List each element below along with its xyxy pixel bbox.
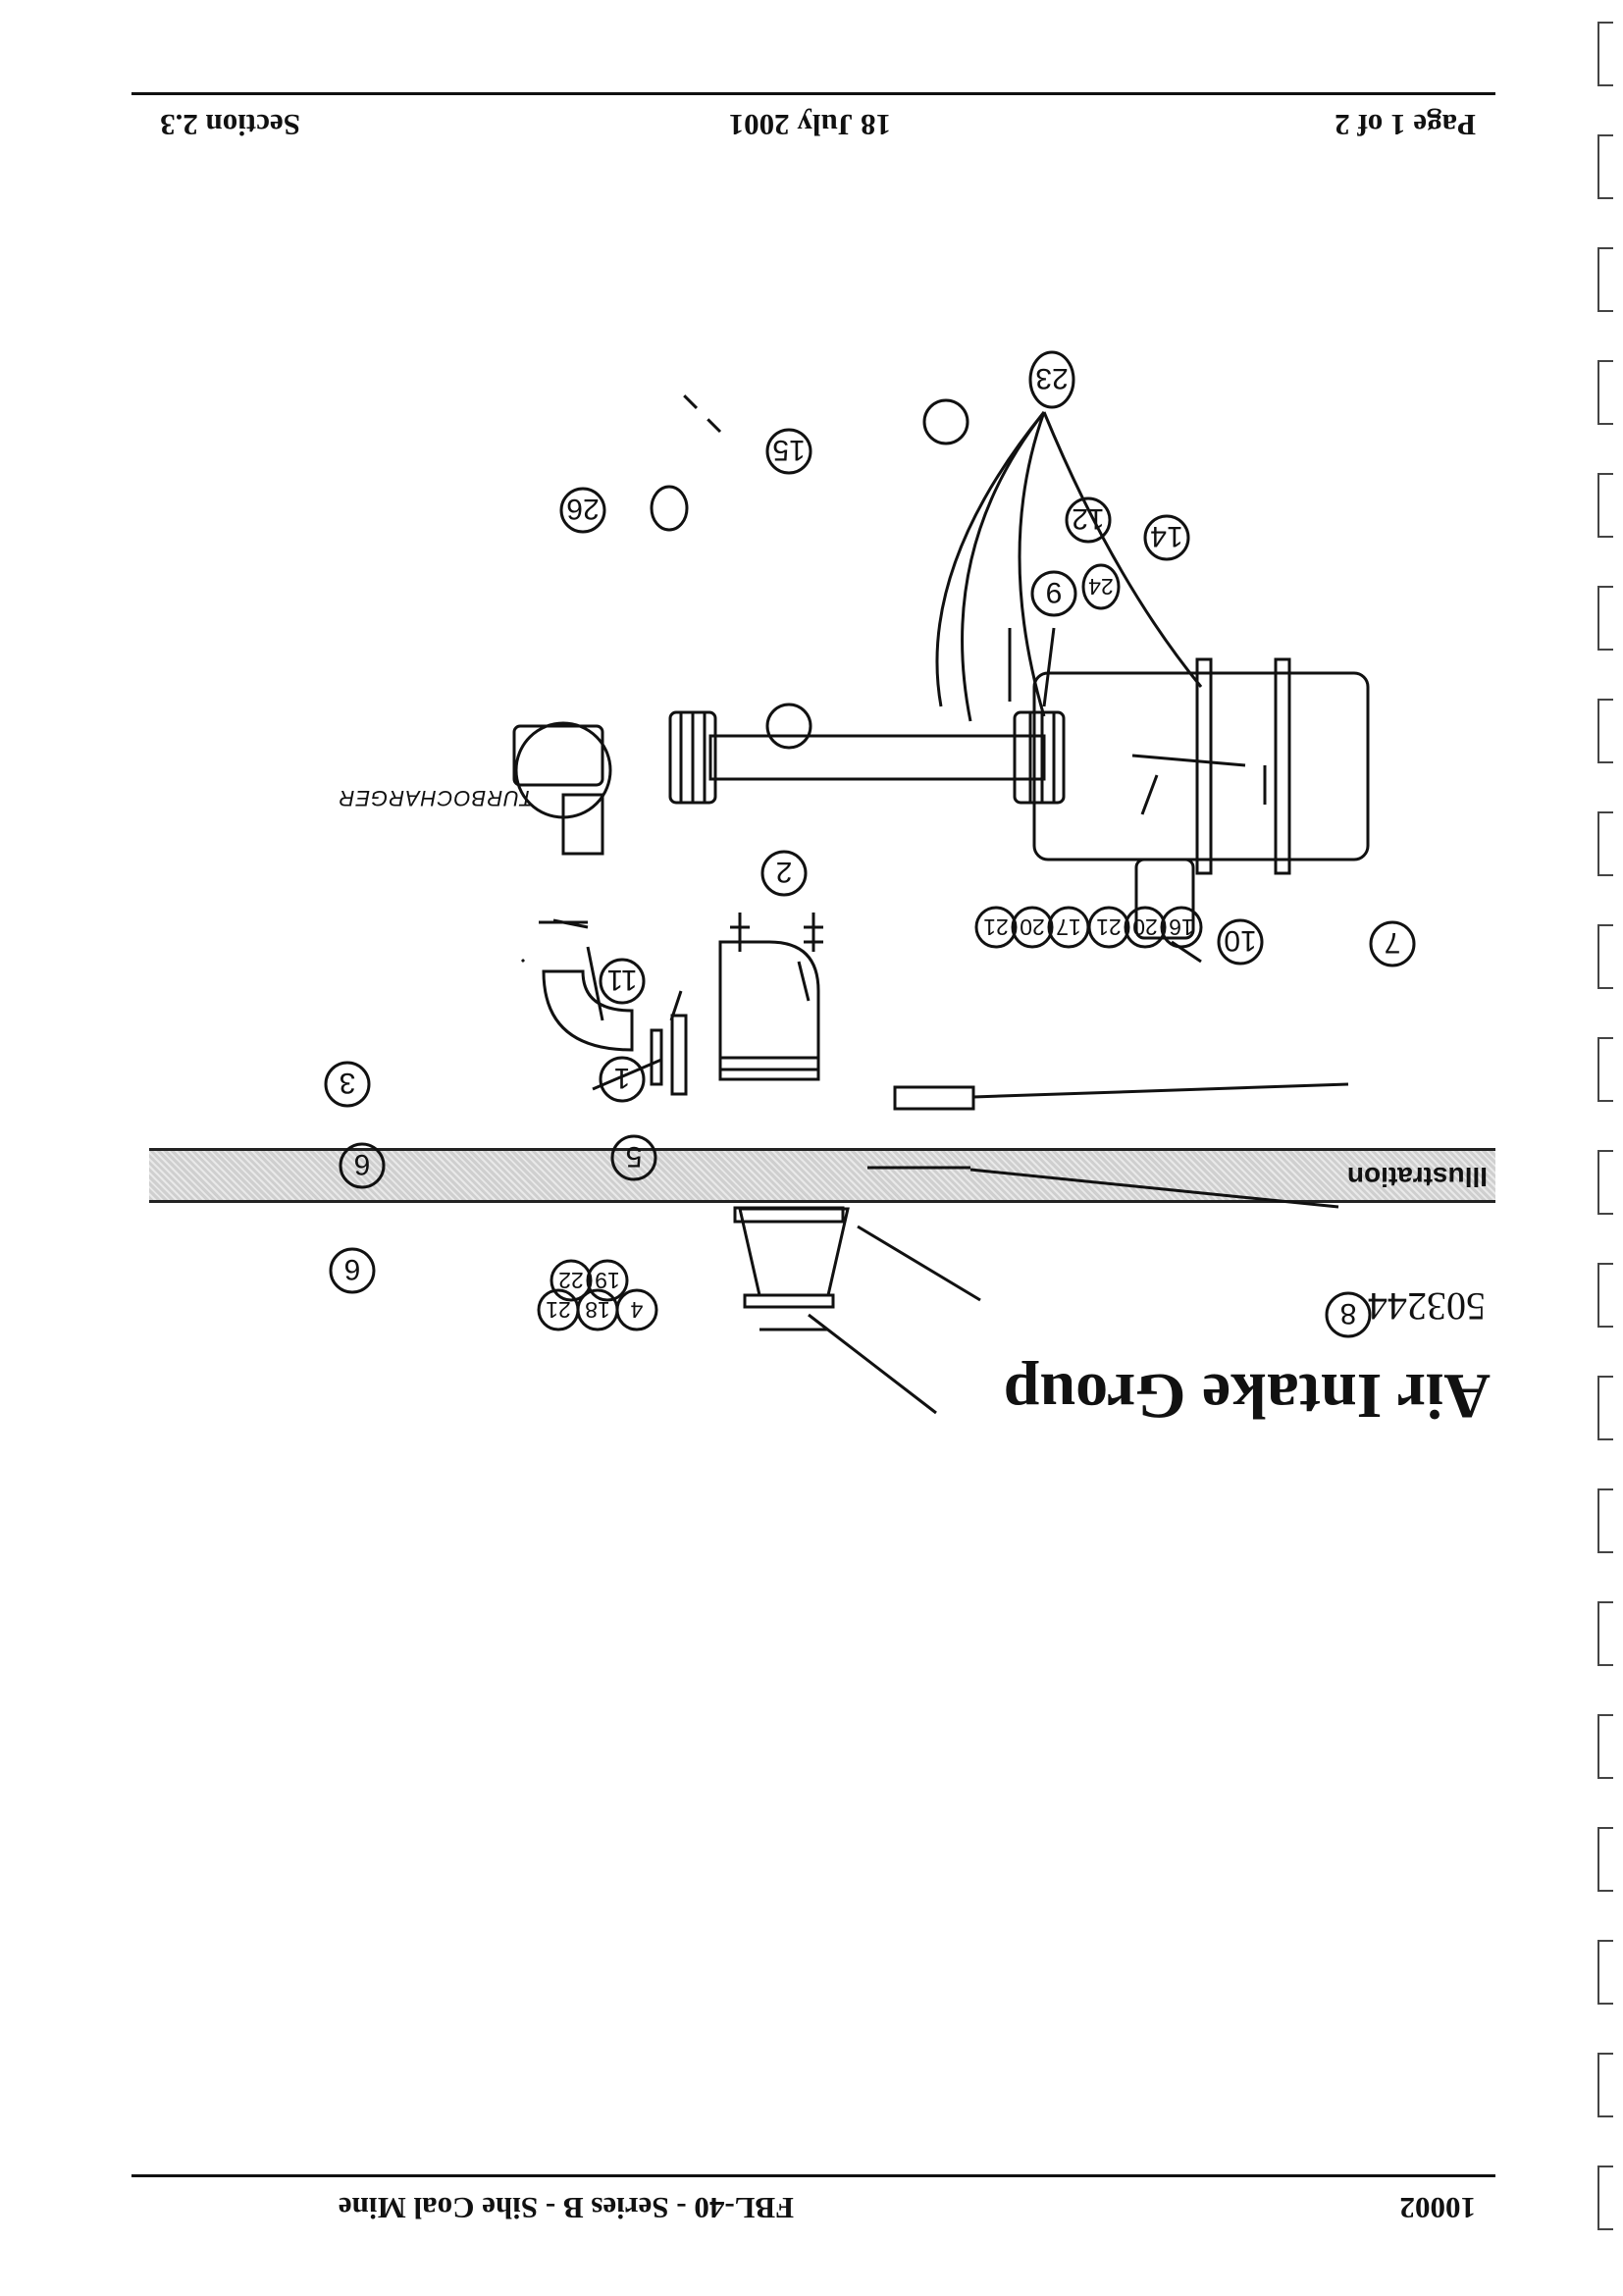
callout-3: 3 — [340, 1067, 356, 1099]
callout-23: 23 — [1035, 362, 1068, 394]
air-cleaner-band-right — [1195, 657, 1213, 875]
callout-5: 5 — [626, 1140, 643, 1173]
callout-22: 22 — [558, 1268, 584, 1293]
callout-6b: 6 — [344, 1253, 361, 1285]
hump-hose-left — [1013, 710, 1066, 805]
air-cleaner-body — [1032, 671, 1370, 861]
callout-1: 1 — [614, 1062, 631, 1094]
callout-11: 11 — [606, 964, 637, 996]
callout-4: 4 — [630, 1297, 643, 1323]
callout-9: 9 — [1046, 576, 1063, 608]
callout-21a: 21 — [1096, 914, 1122, 940]
callout-21b: 21 — [983, 914, 1009, 940]
callout-15: 15 — [772, 434, 805, 466]
callout-12: 12 — [1072, 502, 1104, 535]
callout-20b: 20 — [1020, 914, 1045, 940]
callout-6a: 6 — [354, 1148, 371, 1180]
callout-8: 8 — [1340, 1297, 1357, 1330]
turbocharger-label: TURBOCHARGER — [338, 786, 533, 810]
air-cleaner-band-left — [1274, 657, 1291, 875]
callout-16: 16 — [1169, 914, 1194, 940]
callout-24: 24 — [1088, 574, 1114, 600]
callout-19: 19 — [595, 1268, 620, 1293]
callout-14: 14 — [1150, 520, 1182, 552]
intake-hose-9 — [708, 734, 1046, 781]
callout-10: 10 — [1224, 924, 1256, 957]
cap-7 — [893, 1085, 975, 1111]
callout-2: 2 — [776, 856, 793, 888]
callout-17: 17 — [1056, 914, 1081, 940]
callout-26: 26 — [566, 493, 599, 525]
callout-20a: 20 — [1132, 914, 1158, 940]
callout-7: 7 — [1385, 926, 1401, 959]
elbow-3 — [542, 969, 634, 1052]
callout-21: 21 — [546, 1297, 571, 1323]
elbow-2 — [718, 940, 820, 1081]
callout-18: 18 — [585, 1297, 610, 1323]
